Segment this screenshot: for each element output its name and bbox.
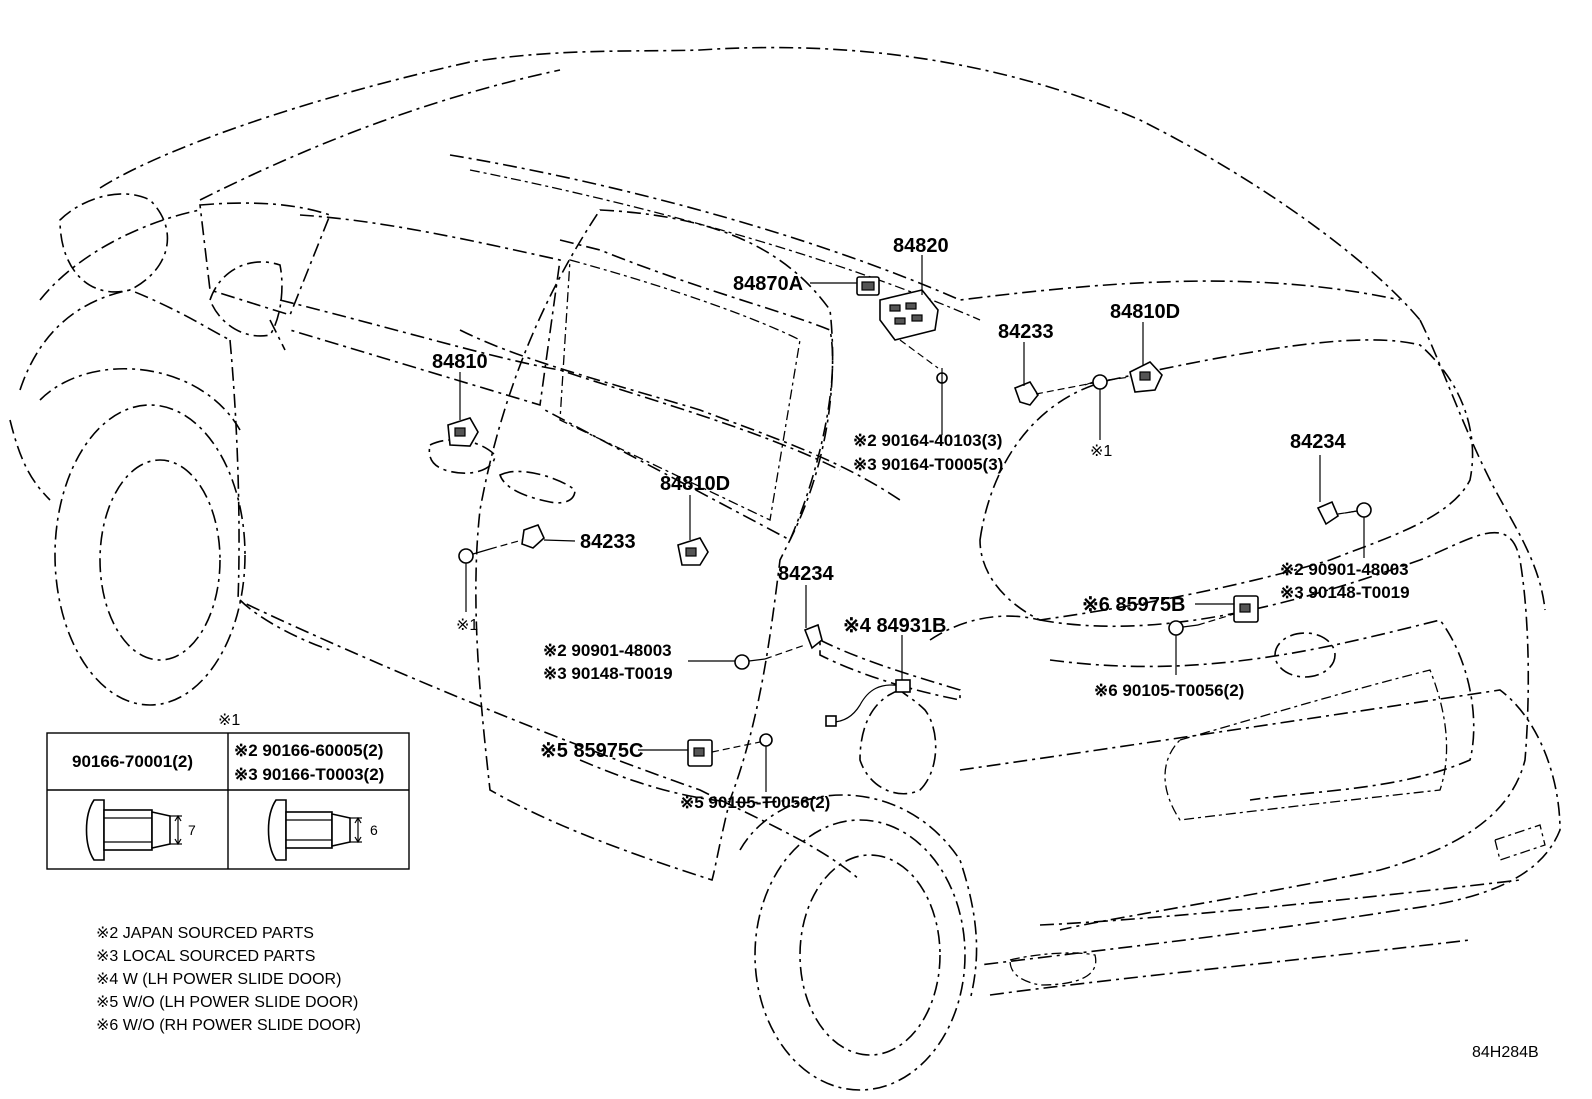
clip-drawing-right xyxy=(267,799,362,861)
label-x1-left: ※1 xyxy=(456,617,478,634)
label-90148-right: ※3 90148-T0019 xyxy=(1280,583,1410,602)
part-85975B xyxy=(1233,595,1259,623)
inset-table: ※1 90166-70001(2) ※2 90166-60005(2) ※3 9… xyxy=(46,712,410,870)
inset-left-header: 90166-70001(2) xyxy=(72,752,193,771)
legend-item: ※4 W (LH POWER SLIDE DOOR) xyxy=(96,971,341,988)
label-84234-mid: 84234 xyxy=(778,563,834,585)
part-screw-90901-mid xyxy=(734,654,766,670)
inset-right-header-1: ※2 90166-60005(2) xyxy=(234,741,383,760)
part-84234-right xyxy=(1316,500,1339,526)
label-84810D-mid: 84810D xyxy=(660,473,730,495)
part-screw-90105-right xyxy=(1168,620,1199,636)
label-84820: 84820 xyxy=(893,235,949,257)
part-85975C xyxy=(687,739,713,767)
part-84233-top xyxy=(1013,381,1039,406)
label-90105-mid: ※5 90105-T0056(2) xyxy=(680,793,830,812)
label-90164-T0005: ※3 90164-T0005(3) xyxy=(853,455,1003,474)
part-84810D-mid xyxy=(677,537,709,566)
label-85975B: ※6 85975B xyxy=(1082,594,1186,616)
label-90148-mid: ※3 90148-T0019 xyxy=(543,664,673,683)
parts xyxy=(447,276,1372,767)
vehicle-outline xyxy=(9,46,1561,1091)
inset-right-dim: 6 xyxy=(370,822,378,838)
part-84234-mid xyxy=(803,623,823,650)
part-84820 xyxy=(879,289,939,341)
legend-item: ※6 W/O (RH POWER SLIDE DOOR) xyxy=(96,1017,361,1034)
part-labels: 84820 84870A 84233 84810D 84810 84810D 8… xyxy=(432,235,1410,812)
clip-drawing-left xyxy=(85,799,182,861)
label-84233-top: 84233 xyxy=(998,321,1054,343)
part-84810 xyxy=(447,417,479,447)
label-x1-top: ※1 xyxy=(1090,443,1112,460)
inset-title: ※1 xyxy=(218,712,240,729)
label-84234-right: 84234 xyxy=(1290,431,1346,453)
legend-item: ※5 W/O (LH POWER SLIDE DOOR) xyxy=(96,994,358,1011)
legend-item: ※2 JAPAN SOURCED PARTS xyxy=(96,925,314,942)
label-84233-left: 84233 xyxy=(580,531,636,553)
inset-left-dim: 7 xyxy=(188,822,196,838)
part-screw-84820 xyxy=(936,368,948,388)
part-84870A xyxy=(856,276,880,296)
label-90105-right: ※6 90105-T0056(2) xyxy=(1094,681,1244,700)
part-clip-x1-left xyxy=(458,548,491,564)
inset-right-header-2: ※3 90166-T0003(2) xyxy=(234,765,384,784)
part-screw-90105-mid xyxy=(759,733,773,760)
legend: ※2 JAPAN SOURCED PARTS ※3 LOCAL SOURCED … xyxy=(96,925,361,1034)
legend-item: ※3 LOCAL SOURCED PARTS xyxy=(96,948,315,965)
label-85975C: ※5 85975C xyxy=(540,740,644,762)
leader-lines xyxy=(459,255,1365,792)
label-84810: 84810 xyxy=(432,351,488,373)
part-screw-90901-right xyxy=(1344,502,1372,518)
part-84931B xyxy=(825,679,911,727)
part-84810D-top xyxy=(1129,361,1163,393)
figure-code: 84H284B xyxy=(1472,1044,1539,1061)
label-90901-mid: ※2 90901-48003 xyxy=(543,641,672,660)
label-90901-right: ※2 90901-48003 xyxy=(1280,560,1409,579)
label-84810D-top: 84810D xyxy=(1110,301,1180,323)
label-84870A: 84870A xyxy=(733,273,803,295)
label-90164-40103: ※2 90164-40103(3) xyxy=(853,431,1002,450)
part-84233-left xyxy=(521,524,545,549)
label-84931B: ※4 84931B xyxy=(843,615,947,637)
